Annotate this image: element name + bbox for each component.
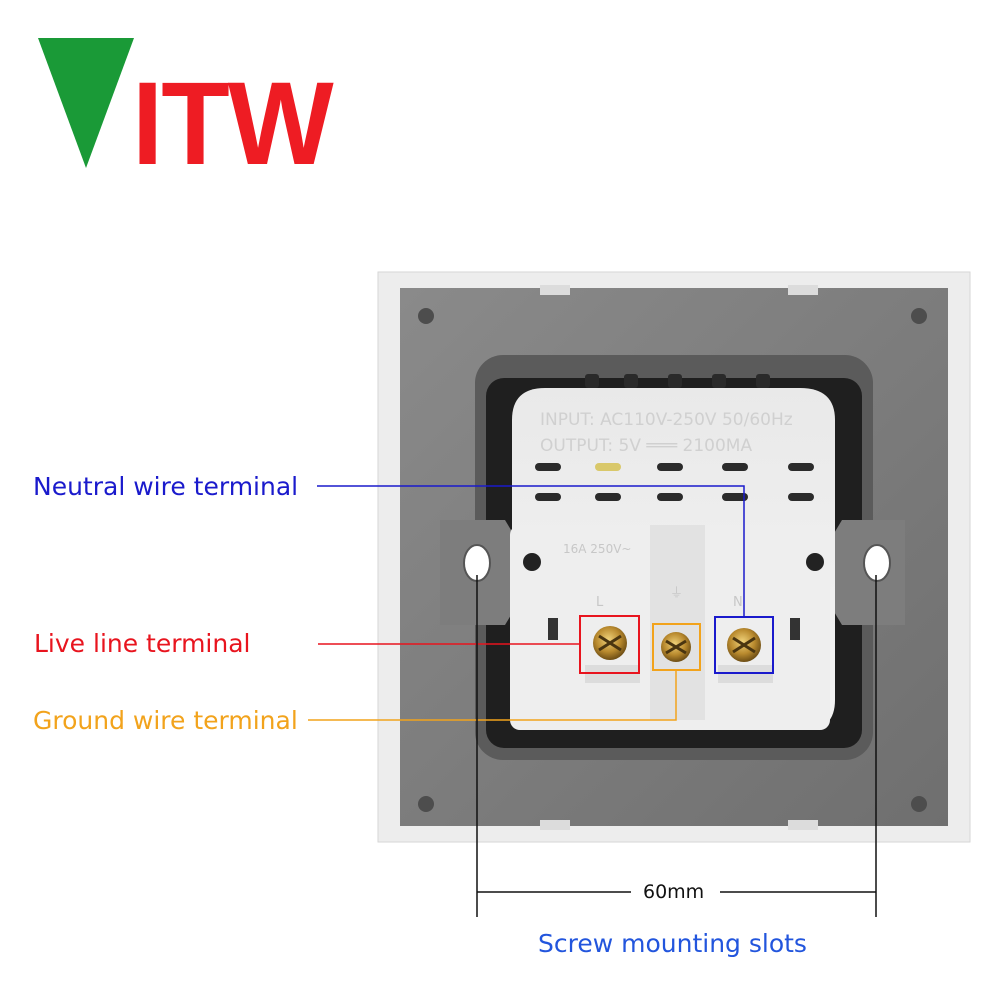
input-spec-text: INPUT: AC110V-250V 50/60Hz [540, 410, 793, 430]
corner-hole [911, 308, 927, 324]
side-slot [548, 618, 558, 640]
frame-tab [788, 820, 818, 830]
ground-terminal-label: Ground wire terminal [33, 706, 298, 735]
live-terminal-label: Live line terminal [34, 629, 251, 658]
screw-slots-caption: Screw mounting slots [538, 929, 807, 958]
housing-hole [806, 553, 824, 571]
frame-tab [788, 285, 818, 295]
side-slot [790, 618, 800, 640]
output-spec-text: OUTPUT: 5V ═══ 2100MA [540, 436, 752, 456]
rating-text: 16A 250V~ [563, 542, 631, 556]
neutral-leader-line [317, 485, 745, 617]
logo-triangle-shape [38, 38, 134, 168]
frame-tab [540, 820, 570, 830]
logo-triangle [38, 38, 134, 168]
ground-screw [661, 632, 691, 662]
earth-mark: ⏚ [670, 586, 683, 601]
live-mark: L [596, 595, 604, 610]
logo-text: ITW [132, 58, 334, 190]
vent-slots [535, 463, 814, 501]
frame-tab [540, 285, 570, 295]
corner-hole [418, 796, 434, 812]
center-post [650, 525, 705, 720]
live-screw [593, 626, 627, 660]
corner-hole [911, 796, 927, 812]
neutral-terminal-label: Neutral wire terminal [33, 472, 299, 501]
housing-hole [523, 553, 541, 571]
neutral-mark: N [733, 595, 743, 610]
top-clips [585, 374, 770, 388]
ground-leader-line [308, 670, 677, 721]
corner-hole [418, 308, 434, 324]
dimension-label: 60mm [643, 881, 705, 903]
right-screw-slot [863, 544, 891, 582]
neutral-screw [727, 628, 761, 662]
